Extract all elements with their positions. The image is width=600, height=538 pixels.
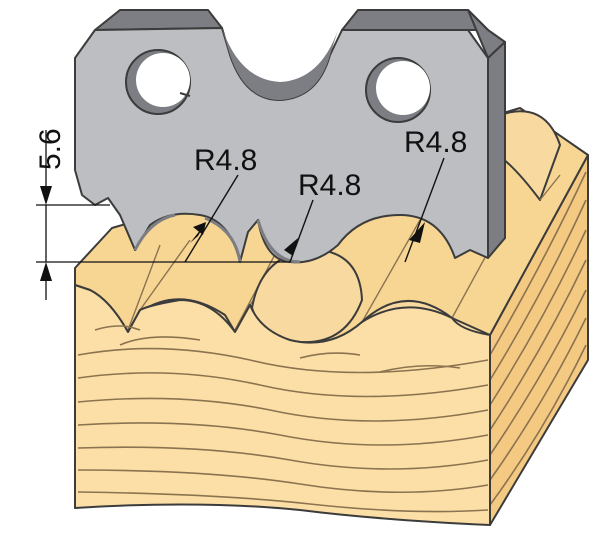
radius-leader-right — [404, 157, 445, 263]
radius-leader-left — [184, 174, 239, 263]
wood-front-face — [74, 284, 491, 526]
blade-hole-right — [365, 57, 431, 123]
cutter-blade — [74, 9, 506, 264]
height-dimension-label: 5.6 — [34, 128, 67, 170]
dimension-annotations: 5.6 R4.8 R4.8 R4.8 — [34, 126, 467, 300]
wood-side-grain — [489, 159, 587, 506]
height-arrow-bottom — [40, 262, 52, 281]
blade-bevel-top-right — [341, 9, 489, 31]
blade-notch-bevel — [222, 28, 338, 100]
height-arrow-top — [40, 186, 52, 205]
blade-hole-left — [125, 49, 191, 115]
radius-label-middle: R4.8 — [298, 169, 361, 202]
radius-leader-middle — [284, 199, 314, 263]
radius-label-right: R4.8 — [404, 126, 467, 159]
radius-label-left: R4.8 — [194, 144, 257, 177]
blade-bevel-right-side — [487, 41, 506, 259]
blade-bevel-top-left — [94, 9, 223, 31]
wood-front-grain — [77, 325, 489, 513]
